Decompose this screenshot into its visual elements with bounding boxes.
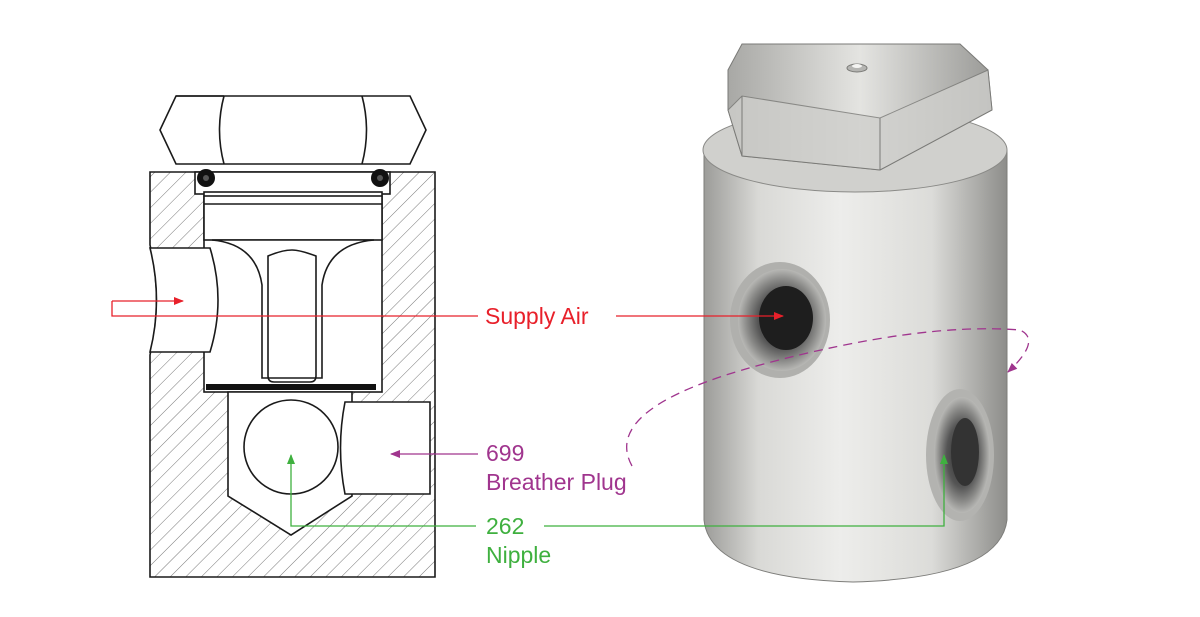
nipple-name-label: Nipple [486, 542, 551, 568]
supply-air-label: Supply Air [485, 303, 589, 329]
nipple-leaders [287, 454, 948, 527]
hex-cap [159, 95, 427, 165]
breather-name-label: Breather Plug [486, 469, 627, 495]
breather-leaders [390, 328, 1030, 467]
nipple-code-label: 262 [486, 513, 524, 539]
breather-port-hole [926, 389, 994, 521]
hex-head [727, 43, 993, 171]
valve-photo [702, 43, 1008, 583]
gasket [206, 384, 376, 390]
breather-code-label: 699 [486, 440, 524, 466]
supply-port-hole [730, 262, 830, 378]
piston [203, 195, 383, 383]
cross-section-drawing [148, 95, 436, 578]
o-rings [197, 169, 389, 187]
supply-air-leaders [111, 297, 784, 320]
